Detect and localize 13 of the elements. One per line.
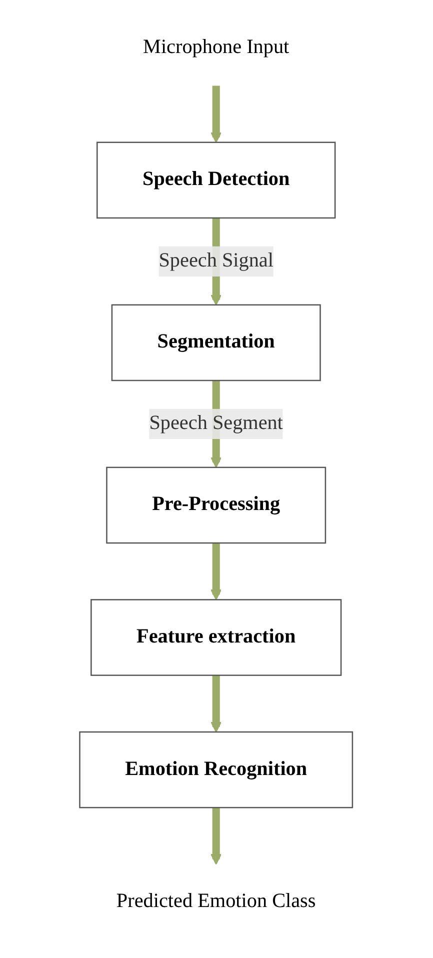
arrow bbox=[210, 86, 222, 143]
node-box: Feature extraction bbox=[90, 599, 342, 676]
arrow bbox=[210, 808, 222, 865]
arrow bbox=[210, 675, 222, 732]
arrow bbox=[210, 543, 222, 600]
node-text: Predicted Emotion Class bbox=[116, 890, 316, 912]
node-box: Segmentation bbox=[112, 304, 322, 382]
edge-label: Speech Segment bbox=[150, 412, 284, 434]
node-box: Emotion Recognition bbox=[80, 731, 354, 808]
edge-label: Speech Signal bbox=[159, 250, 274, 272]
node-text: Microphone Input bbox=[143, 36, 290, 58]
node-box: Speech Detection bbox=[96, 142, 336, 219]
node-box: Pre-Processing bbox=[106, 466, 326, 544]
